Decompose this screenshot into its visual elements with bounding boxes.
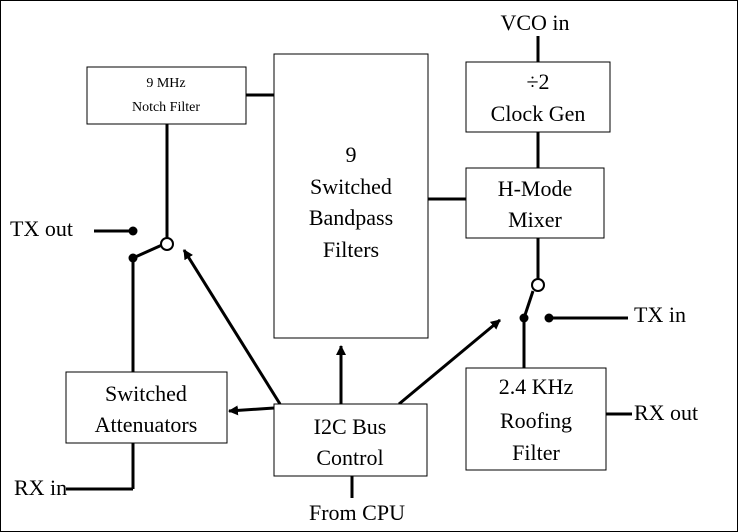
attenuator-contact xyxy=(128,253,138,263)
tx-in-label: TX in xyxy=(634,302,686,327)
roofing-filter-block: 2.4 KHz Roofing Filter xyxy=(465,367,607,471)
roofing-label-2: Roofing xyxy=(500,408,572,433)
roofing-label-3: Filter xyxy=(512,440,560,465)
arrow-to-left-switch xyxy=(182,249,282,405)
i2c-control-block: I2C Bus Control xyxy=(273,403,428,477)
tx-in-contact xyxy=(544,313,554,323)
bandpass-label-2: Switched xyxy=(310,174,392,199)
right-switch-pivot xyxy=(531,278,545,292)
attenuators-block: Switched Attenuators xyxy=(65,371,228,444)
left-switch-pivot xyxy=(160,237,174,251)
mixer-block: H-Mode Mixer xyxy=(465,167,605,239)
mixer-label-2: Mixer xyxy=(508,207,562,232)
tx-out-label: TX out xyxy=(10,216,73,241)
notch-filter-block: 9 MHz Notch Filter xyxy=(86,66,247,125)
vco-in-label: VCO in xyxy=(500,10,569,35)
clock-gen-block: ÷2 Clock Gen xyxy=(465,61,611,133)
arrow-to-right-switch xyxy=(398,318,501,406)
port-labels: VCO in TX out TX in RX out RX in From CP… xyxy=(10,10,698,525)
i2c-label-2: Control xyxy=(316,445,383,470)
rx-in-label: RX in xyxy=(14,475,67,500)
arrow-to-attenuators xyxy=(228,405,275,416)
roofing-contact xyxy=(519,313,529,323)
attenuators-label-1: Switched xyxy=(105,381,187,406)
mixer-label-1: H-Mode xyxy=(498,176,573,201)
wires xyxy=(66,36,632,498)
bandpass-filters-block: 9 Switched Bandpass Filters xyxy=(273,53,429,339)
clock-gen-label-2: Clock Gen xyxy=(491,101,586,126)
tx-out-contact xyxy=(128,226,138,236)
notch-filter-label-2: Notch Filter xyxy=(132,100,200,115)
i2c-label-1: I2C Bus xyxy=(314,414,387,439)
bandpass-label-1: 9 xyxy=(346,142,357,167)
roofing-label-1: 2.4 KHz xyxy=(499,374,574,399)
control-arrows xyxy=(182,249,501,416)
clock-gen-label-1: ÷2 xyxy=(526,69,549,94)
switch-contacts xyxy=(128,226,554,323)
left-switch-blade xyxy=(132,243,163,260)
attenuators-label-2: Attenuators xyxy=(95,412,198,437)
from-cpu-label: From CPU xyxy=(309,500,405,525)
rx-out-label: RX out xyxy=(634,400,698,425)
right-switch-blade xyxy=(522,290,535,319)
bandpass-label-4: Filters xyxy=(323,237,379,262)
notch-filter-label-1: 9 MHz xyxy=(146,76,185,91)
bandpass-label-3: Bandpass xyxy=(309,205,393,230)
